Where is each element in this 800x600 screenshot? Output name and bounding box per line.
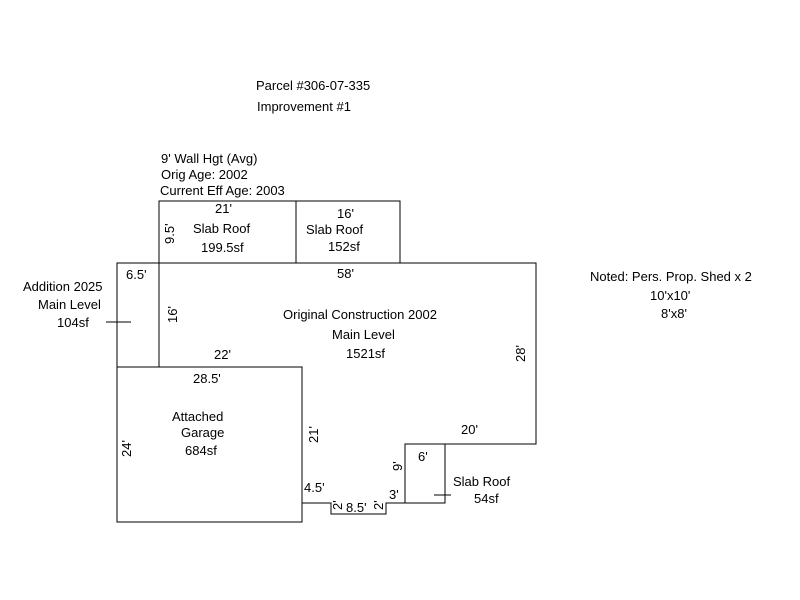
slab1-width-dim: 21' bbox=[215, 201, 232, 216]
slab-roof-2-outline bbox=[296, 200, 401, 263]
original-construction-name: Original Construction 2002 bbox=[283, 307, 437, 322]
notch-2b-dim: 2' bbox=[371, 500, 386, 510]
slab-roof-3-outline bbox=[405, 444, 446, 504]
notch-8-5-dim: 8.5' bbox=[346, 500, 367, 515]
slab-roof-2-area: 152sf bbox=[328, 239, 360, 254]
slab-roof-1-name: Slab Roof bbox=[193, 221, 250, 236]
addition-outline bbox=[116, 262, 159, 367]
garage-right-dim: 21' bbox=[306, 426, 321, 443]
addition-area: 104sf bbox=[57, 315, 89, 330]
garage-area: 684sf bbox=[185, 443, 217, 458]
garage-name-line2: Garage bbox=[181, 425, 224, 440]
main-lower-width-dim: 20' bbox=[461, 422, 478, 437]
slab-roof-3-area: 54sf bbox=[474, 491, 499, 506]
notch-3-dim: 3' bbox=[389, 487, 399, 502]
main-width-dim: 58' bbox=[337, 266, 354, 281]
improvement-number: Improvement #1 bbox=[257, 99, 351, 114]
garage-width-dim: 28.5' bbox=[193, 371, 221, 386]
wall-height-label: 9' Wall Hgt (Avg) bbox=[161, 151, 257, 166]
addition-depth-dim: 16' bbox=[165, 306, 180, 323]
main-structure-outline bbox=[159, 262, 537, 515]
main-depth-dim: 28' bbox=[513, 345, 528, 362]
slab-roof-1-area: 199.5sf bbox=[201, 240, 244, 255]
notch-4-5-dim: 4.5' bbox=[304, 480, 325, 495]
garage-outline bbox=[116, 366, 303, 523]
parcel-number: Parcel #306-07-335 bbox=[256, 78, 370, 93]
slab-roof-3-name: Slab Roof bbox=[453, 474, 510, 489]
original-construction-level: Main Level bbox=[332, 327, 395, 342]
orig-age-label: Orig Age: 2002 bbox=[161, 167, 248, 182]
slab2-width-dim: 16' bbox=[337, 206, 354, 221]
slab3-width-dim: 6' bbox=[418, 449, 428, 464]
garage-name-line1: Attached bbox=[172, 409, 223, 424]
addition-name: Addition 2025 bbox=[23, 279, 103, 294]
slab-roof-1-outline bbox=[158, 200, 297, 263]
shed-note-size-2: 8'x8' bbox=[661, 306, 687, 321]
current-eff-age-label: Current Eff Age: 2003 bbox=[160, 183, 285, 198]
addition-level: Main Level bbox=[38, 297, 101, 312]
original-construction-area: 1521sf bbox=[346, 346, 385, 361]
notch-2a-dim: 2' bbox=[330, 500, 345, 510]
slab1-depth-dim: 9.5' bbox=[162, 223, 177, 244]
shed-note-size-1: 10'x10' bbox=[650, 288, 690, 303]
main-inner-width-dim: 22' bbox=[214, 347, 231, 362]
garage-depth-dim: 24' bbox=[119, 440, 134, 457]
addition-width-dim: 6.5' bbox=[126, 267, 147, 282]
shed-note-title: Noted: Pers. Prop. Shed x 2 bbox=[590, 269, 752, 284]
slab-roof-2-name: Slab Roof bbox=[306, 222, 363, 237]
slab3-depth-dim: 9' bbox=[390, 461, 405, 471]
